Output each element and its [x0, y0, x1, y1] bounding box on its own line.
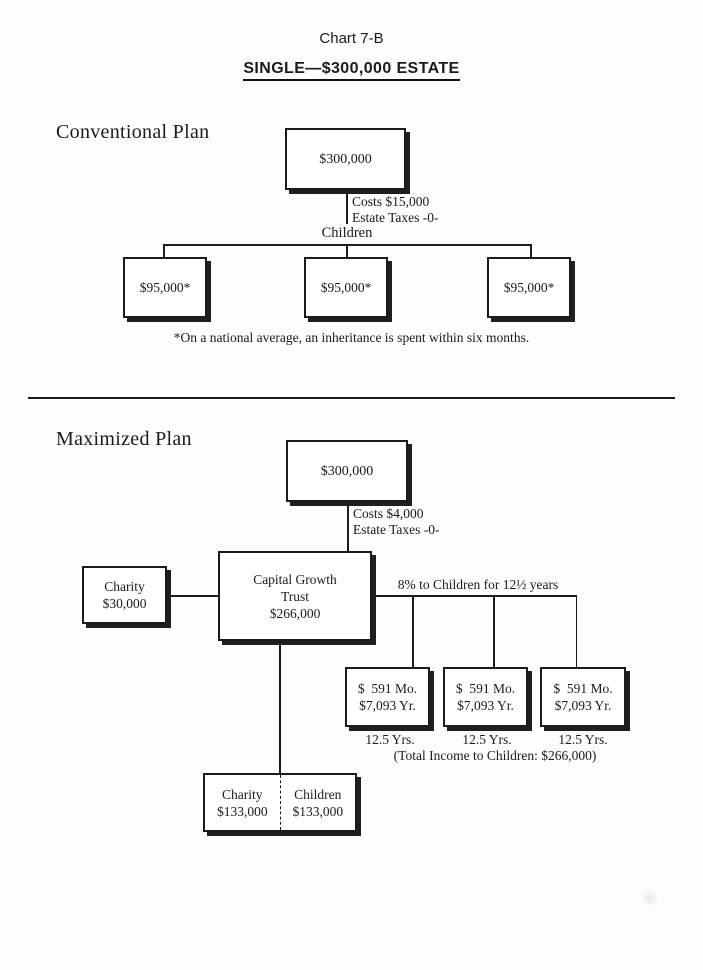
connector-estate-to-children — [346, 190, 348, 224]
branch-drop-left — [163, 244, 165, 258]
estate-taxes-line: Estate Taxes -0- — [353, 521, 440, 537]
income-note: 8% to Children for 12½ years — [397, 577, 559, 592]
inheritance-footnote: *On a national average, an inheritance i… — [173, 330, 530, 345]
income-box-1: $ 591 Mo. $7,093 Yr. — [345, 667, 430, 727]
connector-estate-to-trust — [347, 502, 349, 552]
income-monthly-3: $ 591 Mo. — [553, 681, 613, 696]
income-drop-2 — [493, 595, 495, 667]
charity-label: Charity — [104, 579, 145, 594]
remainder-children-label: Children — [294, 786, 342, 802]
income-yearly-2: $7,093 Yr. — [457, 698, 514, 713]
income-drop-1 — [412, 595, 414, 667]
conventional-plan-heading: Conventional Plan — [56, 121, 210, 143]
section-divider — [28, 397, 675, 399]
child-amount-1: $95,000* — [139, 280, 191, 295]
child-inheritance-box-3: $95,000* — [487, 257, 571, 318]
scan-artifact — [644, 892, 656, 904]
charity-amount: $30,000 — [102, 596, 147, 611]
total-income-note: (Total Income to Children: $266,000) — [393, 748, 597, 763]
branch-drop-middle — [346, 244, 348, 258]
remainder-children-amount: $133,000 — [292, 803, 344, 819]
trust-amount: $266,000 — [269, 605, 321, 621]
maximized-estate-box: $300,000 — [286, 440, 408, 502]
child-inheritance-box-1: $95,000* — [123, 257, 207, 318]
conventional-estate-box: $300,000 — [285, 128, 406, 190]
trust-name-line1: Capital Growth — [253, 571, 337, 587]
income-drop-3 — [575, 595, 577, 667]
branch-drop-right — [530, 244, 532, 258]
years-label-1: 12.5 Yrs. — [365, 732, 415, 747]
income-monthly-1: $ 591 Mo. — [357, 681, 418, 696]
remainder-charity-label: Charity — [222, 786, 263, 802]
trust-name-line2: Trust — [280, 588, 310, 604]
children-label: Children — [321, 225, 373, 241]
connector-trust-to-remainder — [279, 641, 281, 773]
income-monthly-2: $ 591 Mo. — [455, 681, 516, 696]
income-yearly-1: $7,093 Yr. — [359, 698, 416, 713]
maximized-plan-heading: Maximized Plan — [56, 428, 192, 450]
estate-taxes-line: Estate Taxes -0- — [352, 209, 439, 225]
costs-line: Costs $15,000 — [352, 194, 430, 209]
conventional-estate-amount: $300,000 — [319, 151, 372, 167]
page-title-wrap: SINGLE—$300,000 ESTATE — [0, 60, 703, 81]
income-box-2: $ 591 Mo. $7,093 Yr. — [443, 667, 528, 727]
income-box-3: $ 591 Mo. $7,093 Yr. — [540, 667, 626, 727]
remainder-charity-cell: Charity $133,000 — [205, 775, 281, 830]
child-amount-3: $95,000* — [503, 280, 555, 295]
income-yearly-3: $7,093 Yr. — [554, 698, 612, 713]
costs-line: Costs $4,000 — [353, 506, 424, 521]
conventional-costs-label: Costs $15,000 Estate Taxes -0- — [352, 194, 439, 225]
chart-label: Chart 7-B — [319, 30, 384, 47]
child-amount-2: $95,000* — [320, 280, 372, 295]
charity-box: Charity $30,000 — [82, 566, 167, 624]
remainder-children-cell: Children $133,000 — [281, 775, 356, 830]
years-label-2: 12.5 Yrs. — [462, 732, 512, 747]
income-branch-line — [372, 595, 577, 597]
remainder-charity-amount: $133,000 — [216, 803, 268, 819]
child-inheritance-box-2: $95,000* — [304, 257, 388, 318]
page-title: SINGLE—$300,000 ESTATE — [243, 60, 460, 81]
maximized-costs-label: Costs $4,000 Estate Taxes -0- — [353, 506, 440, 537]
maximized-estate-amount: $300,000 — [320, 463, 374, 479]
capital-growth-trust-box: Capital Growth Trust $266,000 — [218, 551, 372, 641]
connector-charity-to-trust — [167, 595, 218, 597]
remainder-box: Charity $133,000 Children $133,000 — [203, 773, 357, 832]
years-label-3: 12.5 Yrs. — [558, 732, 608, 747]
